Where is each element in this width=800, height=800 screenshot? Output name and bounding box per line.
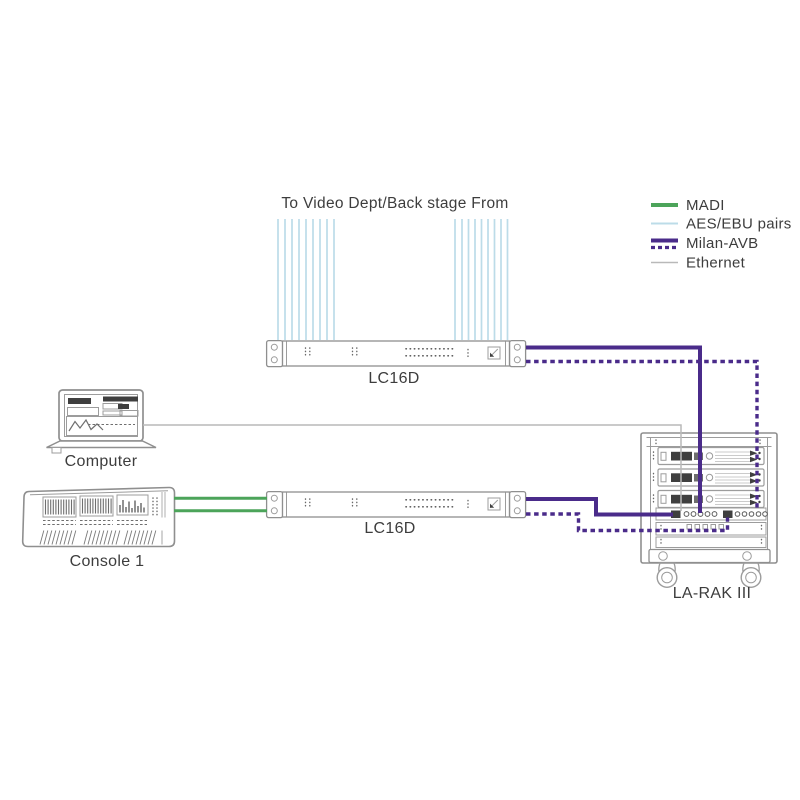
legend-label-madi: MADI xyxy=(686,197,725,214)
rack-panel-row-3 xyxy=(655,536,767,548)
console-screen-2 xyxy=(79,495,114,517)
legend-item-ethernet: Ethernet xyxy=(651,255,746,272)
milan-avb-solid-cable-bottom xyxy=(526,497,673,517)
aes-ebu-cable-bundle-left xyxy=(277,219,335,340)
lc16d-bottom-label: LC16D xyxy=(364,520,415,537)
legend-label-ethernet: Ethernet xyxy=(686,255,746,272)
la-rak-iii-label: LA-RAK III xyxy=(673,585,752,602)
legend-item-milan-avb: Milan-AVB xyxy=(651,235,758,252)
legend-item-aes-ebu: AES/EBU pairs xyxy=(651,216,792,233)
milan-avb-dashed-cable-bottom xyxy=(526,512,730,533)
caster-wheel-left xyxy=(656,562,678,588)
console-screen-1 xyxy=(42,496,77,518)
amplifier-unit-1 xyxy=(657,446,765,466)
device-computer: Computer xyxy=(46,389,157,470)
ethernet-cable xyxy=(143,424,682,511)
console-1-label: Console 1 xyxy=(70,553,145,570)
caster-wheel-right xyxy=(740,562,762,588)
laptop-base xyxy=(46,440,157,449)
milan-avb-dashed-cable-top xyxy=(526,359,759,509)
top-annotation: To Video Dept/Back stage From xyxy=(281,195,508,212)
laptop-graph-panel xyxy=(66,416,138,436)
legend-label-aes-ebu: AES/EBU pairs xyxy=(686,216,792,233)
legend-item-madi: MADI xyxy=(651,197,725,214)
device-lc16d-top: LC16D xyxy=(267,341,526,387)
device-lc16d-bottom: LC16D xyxy=(267,492,526,537)
device-console-1: Console 1 xyxy=(21,486,176,570)
amplifier-unit-2 xyxy=(657,468,765,487)
legend: MADI AES/EBU pairs Milan-AVB Ethernet xyxy=(651,197,792,272)
amplifier-unit-3 xyxy=(657,489,765,509)
console-screen-3 xyxy=(116,494,149,516)
computer-label: Computer xyxy=(65,453,138,470)
rack-base xyxy=(648,548,771,564)
legend-label-milan-avb: Milan-AVB xyxy=(686,235,758,252)
aes-ebu-cable-bundle-right xyxy=(454,219,509,340)
rack-panel-row-2 xyxy=(655,522,767,536)
lc16d-top-label: LC16D xyxy=(368,370,419,387)
milan-avb-solid-cable-top xyxy=(526,345,702,513)
